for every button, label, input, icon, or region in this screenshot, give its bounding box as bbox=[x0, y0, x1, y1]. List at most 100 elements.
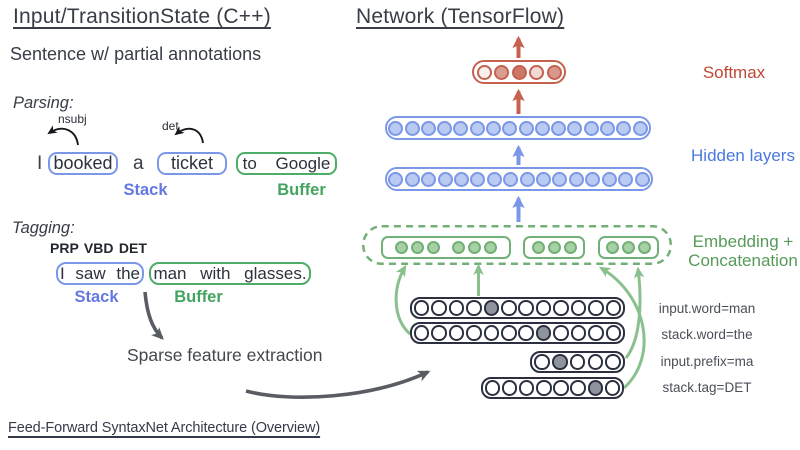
blue-node bbox=[568, 171, 584, 187]
footer-title: Feed-Forward SyntaxNet Architecture (Ove… bbox=[8, 420, 321, 436]
feat-node bbox=[484, 380, 501, 396]
blue-node bbox=[552, 171, 568, 187]
tagging-to-sparse-arrow bbox=[143, 291, 164, 340]
blue-node bbox=[518, 120, 534, 136]
blue-node bbox=[551, 120, 567, 136]
blue-node bbox=[634, 171, 650, 187]
embed-node bbox=[638, 241, 651, 254]
feat-node bbox=[501, 325, 517, 341]
blue-node bbox=[599, 120, 615, 136]
embedding-label-line1: Embedding + bbox=[692, 232, 794, 251]
feature-row-2 bbox=[410, 322, 625, 344]
feat-node bbox=[570, 325, 587, 341]
feature-label-3: input.prefix=ma bbox=[660, 354, 754, 369]
embed-node bbox=[395, 241, 408, 254]
feat-node bbox=[466, 300, 482, 316]
tagging-label: Tagging: bbox=[12, 219, 75, 237]
embed-node bbox=[468, 241, 481, 254]
blue-node bbox=[470, 171, 486, 187]
feat-node bbox=[570, 380, 586, 396]
feature-row-1 bbox=[410, 297, 625, 319]
feature-label-4: stack.tag=DET bbox=[662, 380, 752, 395]
feat-node bbox=[588, 325, 604, 341]
embedding-label-line2: Concatenation bbox=[688, 251, 798, 270]
feat-node bbox=[605, 325, 622, 341]
blue-node bbox=[601, 171, 617, 187]
embedding-triplet bbox=[395, 241, 440, 254]
hidden-layer-1 bbox=[385, 116, 651, 140]
softmax-node bbox=[511, 64, 527, 80]
sparse-feature-label: Sparse feature extraction bbox=[127, 345, 323, 365]
hidden-layers-label: Hidden layers bbox=[691, 146, 795, 165]
feat-node bbox=[587, 354, 603, 370]
blue-node bbox=[388, 120, 404, 136]
softmax-node bbox=[529, 64, 544, 80]
token-i: I bbox=[37, 153, 43, 174]
feat-node bbox=[501, 380, 518, 396]
embed-node bbox=[606, 241, 619, 254]
feature-row-3 bbox=[530, 351, 625, 373]
feature-label-2: stack.word=the bbox=[661, 327, 753, 342]
feat-node bbox=[431, 300, 447, 316]
feat-node bbox=[413, 300, 430, 316]
embedding-triplet bbox=[452, 241, 497, 254]
blue-node bbox=[421, 171, 437, 187]
blue-node bbox=[567, 120, 583, 136]
blue-node bbox=[388, 171, 404, 187]
embedding-triplet bbox=[531, 241, 577, 254]
tagging-stack-label: Stack bbox=[74, 288, 119, 306]
stack-word-ticket: ticket bbox=[157, 152, 227, 175]
embedding-group-2 bbox=[523, 236, 585, 259]
embed-node bbox=[452, 241, 465, 254]
feat-node bbox=[518, 325, 534, 341]
feat-node bbox=[553, 300, 569, 316]
feat-node bbox=[569, 354, 586, 370]
feature-label-1: input.word=man bbox=[658, 301, 756, 316]
feat-node bbox=[483, 325, 500, 341]
softmax-node bbox=[476, 64, 492, 80]
embedding-group-1 bbox=[381, 236, 511, 259]
nsubj-arc bbox=[47, 125, 79, 146]
feat-node bbox=[518, 380, 535, 396]
tagging-buffer-label: Buffer bbox=[174, 288, 223, 306]
embedding-label: Embedding + Concatenation bbox=[668, 232, 800, 270]
feat-node-active bbox=[552, 354, 568, 370]
blue-node bbox=[469, 120, 485, 136]
stack-word-booked: booked bbox=[48, 152, 118, 175]
feature3-to-embedding-arrow bbox=[624, 266, 645, 359]
blue-node bbox=[453, 120, 469, 136]
blue-node bbox=[420, 120, 436, 136]
feat-node bbox=[605, 300, 622, 316]
blue-node bbox=[437, 120, 453, 136]
feat-node bbox=[570, 300, 587, 316]
softmax-node bbox=[546, 64, 562, 80]
left-title: Input/TransitionState (C++) bbox=[13, 5, 271, 28]
feat-node-active bbox=[483, 300, 500, 316]
softmax-node bbox=[494, 64, 509, 80]
blue-node bbox=[585, 171, 601, 187]
tagging-stack-box: I saw the bbox=[56, 262, 144, 285]
sentence-subtitle: Sentence w/ partial annotations bbox=[10, 44, 262, 64]
blue-node bbox=[503, 171, 519, 187]
feat-node bbox=[588, 300, 604, 316]
det-arc-label: det bbox=[162, 119, 179, 133]
embed-node bbox=[411, 241, 424, 254]
feat-node bbox=[466, 325, 482, 341]
blue-node bbox=[486, 171, 502, 187]
pos-tags: PRP VBD DET bbox=[50, 240, 147, 256]
blue-node bbox=[519, 171, 535, 187]
feature-row-4 bbox=[481, 377, 624, 399]
parsing-stack-label: Stack bbox=[123, 181, 168, 199]
embed-node bbox=[622, 241, 635, 254]
feat-node bbox=[448, 300, 465, 316]
embed-node bbox=[547, 241, 561, 254]
blue-node bbox=[485, 120, 501, 136]
parsing-buffer-label: Buffer bbox=[277, 181, 326, 199]
nsubj-arc-label: nsubj bbox=[58, 112, 87, 126]
feat-node bbox=[501, 300, 517, 316]
feat-node bbox=[536, 380, 552, 396]
feat-node bbox=[518, 300, 534, 316]
embed-node bbox=[427, 241, 440, 254]
feat-node bbox=[534, 354, 550, 370]
